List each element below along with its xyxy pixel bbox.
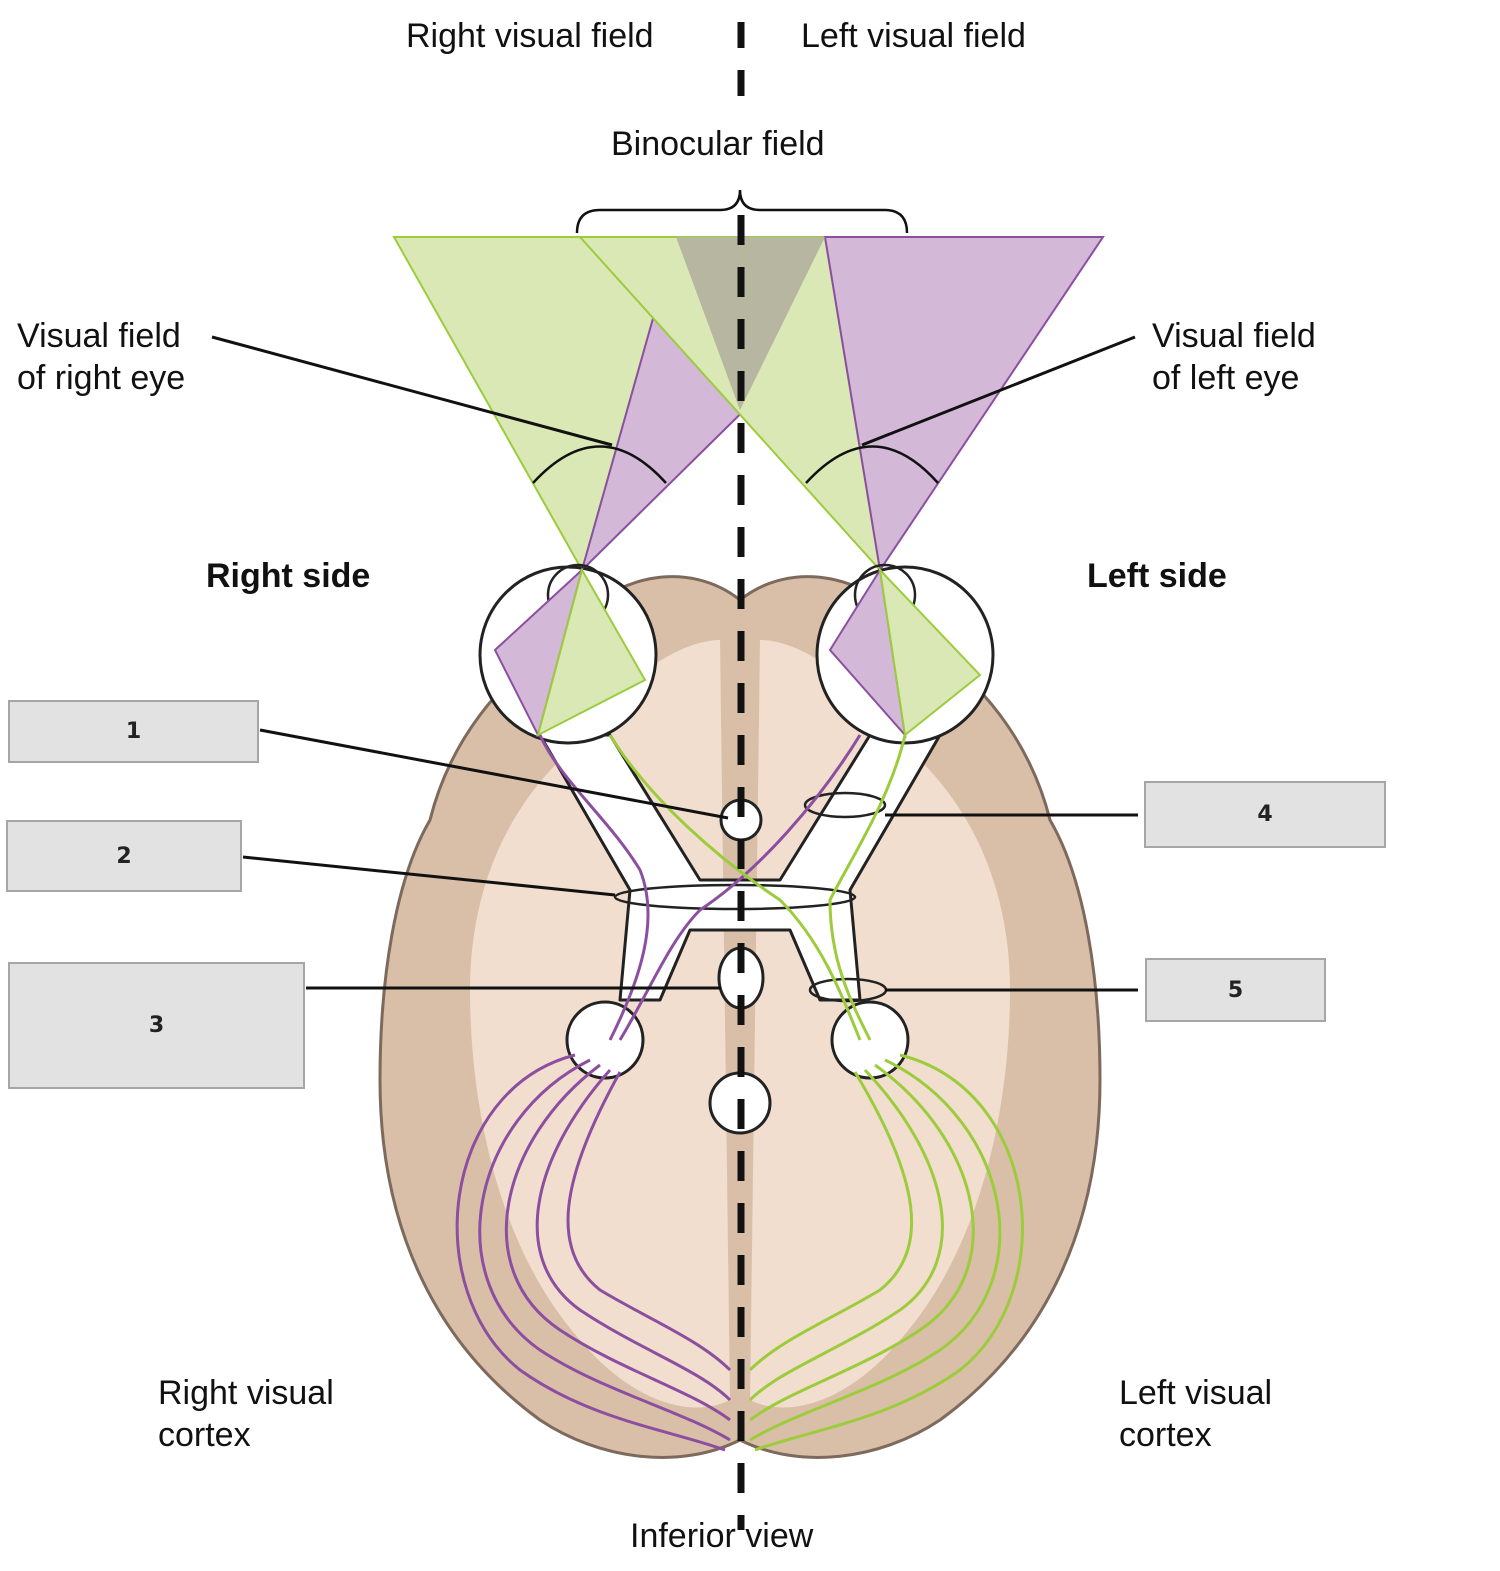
binocular-field-label: Binocular field bbox=[611, 125, 825, 163]
green-radiation-2 bbox=[749, 1063, 975, 1422]
right-visual-cortex-label: Right visual cortex bbox=[158, 1374, 334, 1454]
eyes bbox=[478, 563, 995, 745]
left-eye-interior-green bbox=[878, 567, 982, 737]
left-visual-field-label: Left visual field bbox=[801, 17, 1026, 55]
green-radiation-5 bbox=[754, 1053, 1024, 1452]
right-side-label: Right side bbox=[206, 557, 371, 595]
visual-field-right-eye-label: Visual field of right eye bbox=[17, 317, 186, 397]
purple-radiation-2 bbox=[504, 1063, 731, 1422]
binocular-bracket bbox=[575, 189, 909, 234]
purple-fiber-right-nerve bbox=[538, 734, 650, 1041]
visual-field-left-eye-label: Visual field of left eye bbox=[1152, 317, 1316, 397]
right-eye-angle-arc bbox=[532, 445, 667, 484]
answer-box-5[interactable]: 5 bbox=[1145, 958, 1326, 1022]
fibers bbox=[455, 734, 1024, 1452]
left-visual-cortex-label: Left visual cortex bbox=[1119, 1374, 1273, 1454]
right-eye-interior-green bbox=[536, 567, 647, 737]
purple-radiation-5 bbox=[455, 1053, 726, 1452]
green-radiation-4 bbox=[748, 1071, 914, 1372]
answer-box-2[interactable]: 2 bbox=[6, 820, 242, 892]
left-side-label: Left side bbox=[1087, 557, 1227, 595]
leader-lines bbox=[211, 335, 1138, 992]
left-eye-angle-arc bbox=[805, 445, 939, 484]
answer-box-4[interactable]: 4 bbox=[1144, 781, 1386, 848]
visual-field-cones bbox=[392, 236, 1105, 574]
green-radiation-3 bbox=[748, 1068, 944, 1402]
purple-radiation-1 bbox=[478, 1058, 731, 1442]
inferior-view-label: Inferior view bbox=[630, 1517, 814, 1555]
answer-box-1[interactable]: 1 bbox=[8, 700, 259, 763]
leader-visual-field-right-eye bbox=[211, 335, 613, 447]
green-fiber-left-nerve bbox=[828, 734, 907, 1041]
leader-box-2 bbox=[242, 855, 616, 897]
purple-radiation-3 bbox=[535, 1069, 732, 1402]
right-optic-nerve-ring bbox=[803, 791, 887, 819]
purple-radiation-4 bbox=[566, 1071, 732, 1372]
answer-box-3[interactable]: 3 bbox=[8, 962, 305, 1089]
leader-visual-field-left-eye bbox=[861, 335, 1136, 447]
binocular-overlap bbox=[676, 237, 825, 410]
green-radiation-1 bbox=[749, 1058, 1002, 1442]
leader-box-1 bbox=[259, 728, 729, 820]
green-fiber-crossing bbox=[608, 734, 862, 1041]
right-visual-field-label: Right visual field bbox=[406, 17, 654, 55]
